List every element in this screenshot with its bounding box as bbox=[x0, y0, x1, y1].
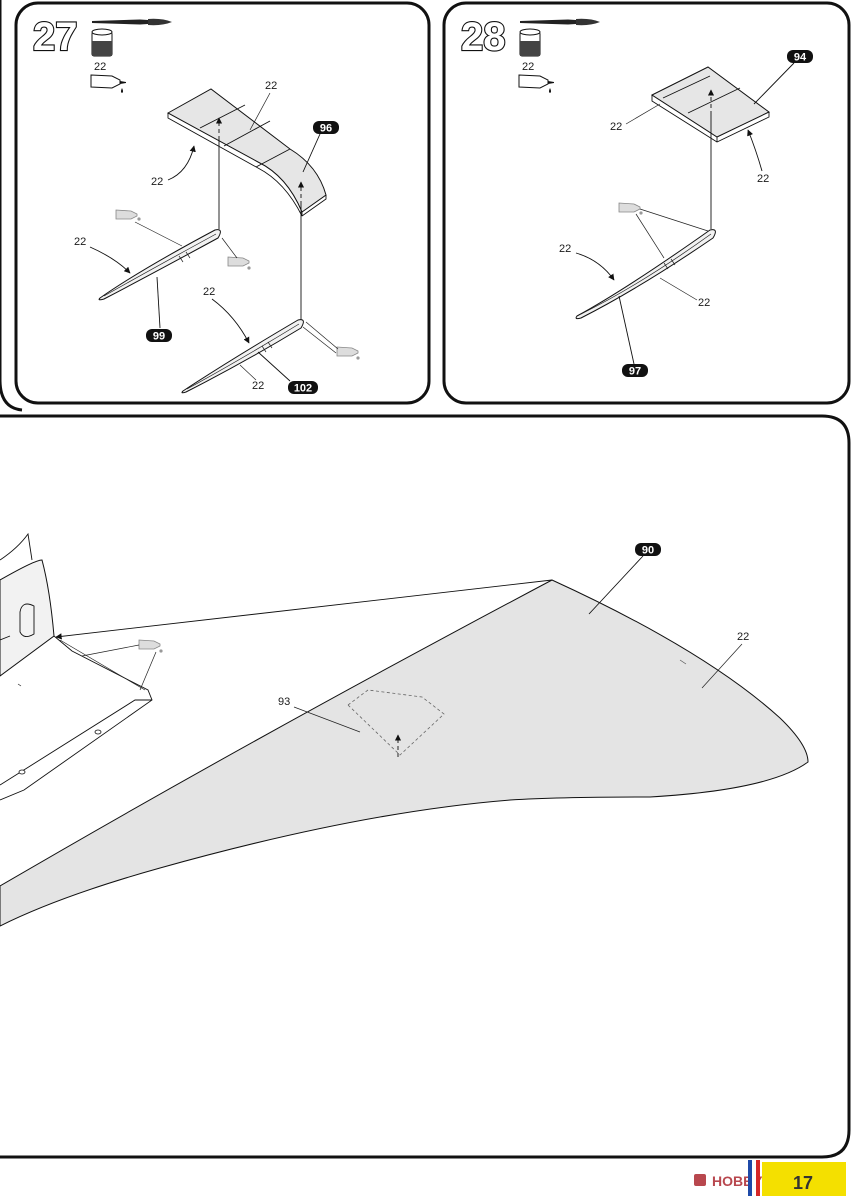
label-paint-27-bottom: 22 bbox=[252, 380, 264, 392]
previous-step-frame bbox=[0, 0, 23, 412]
label-paint-28-runner-right: 22 bbox=[698, 297, 710, 309]
flap-part-96 bbox=[166, 88, 327, 217]
label-paint-28-runner-left: 22 bbox=[559, 243, 571, 255]
label-paint-27-top: 22 bbox=[265, 80, 277, 92]
svg-text:96: 96 bbox=[320, 123, 332, 135]
step-28-number: 28 bbox=[461, 15, 506, 59]
page-number: 17 bbox=[793, 1173, 813, 1193]
insert-part-93 bbox=[347, 689, 445, 757]
glue-tube-icon bbox=[227, 256, 251, 270]
step-27-frame bbox=[14, 1, 431, 405]
svg-text:94: 94 bbox=[794, 52, 807, 64]
runner-part-99 bbox=[98, 229, 221, 301]
step-27-panel: 27 22 22 22 bbox=[14, 1, 431, 405]
svg-text:97: 97 bbox=[629, 366, 641, 378]
paint-pot-icon bbox=[519, 28, 541, 57]
fuselage-part bbox=[0, 532, 153, 801]
runner-part-102 bbox=[181, 319, 304, 394]
svg-text:99: 99 bbox=[153, 331, 165, 343]
label-paint-27-middle: 22 bbox=[203, 286, 215, 298]
paint-brush-icon bbox=[92, 18, 172, 26]
runner-part-97 bbox=[575, 229, 716, 320]
flag-badge bbox=[748, 1160, 846, 1196]
part-badge-97: 97 bbox=[622, 364, 648, 378]
main-step-frame bbox=[0, 414, 851, 1159]
glue-tube-icon bbox=[90, 74, 126, 93]
step-27-paint-code: 22 bbox=[94, 61, 106, 73]
part-badge-94: 94 bbox=[787, 50, 813, 64]
label-paint-27-runner-left: 22 bbox=[74, 236, 86, 248]
paint-pot-icon bbox=[91, 28, 113, 57]
part-badge-96: 96 bbox=[313, 121, 339, 135]
glue-tube-icon bbox=[115, 209, 141, 221]
footer: HOBBY SEARCH 17 bbox=[694, 1160, 846, 1196]
main-step-panel: 93 90 22 bbox=[0, 414, 851, 1159]
part-badge-90: 90 bbox=[635, 543, 661, 557]
step-28-paint-code: 22 bbox=[522, 61, 534, 73]
glue-tube-icon bbox=[518, 74, 554, 93]
label-paint-28-right: 22 bbox=[757, 173, 769, 185]
flap-part-94 bbox=[650, 66, 770, 143]
label-paint-wing: 22 bbox=[737, 631, 749, 643]
glue-tube-icon bbox=[336, 346, 360, 360]
part-badge-102: 102 bbox=[288, 381, 318, 395]
step-27-number: 27 bbox=[33, 15, 78, 59]
label-paint-28-left: 22 bbox=[610, 121, 622, 133]
step-28-panel: 28 22 94 22 22 bbox=[442, 1, 851, 405]
paint-brush-icon bbox=[520, 18, 600, 26]
wing-part-90 bbox=[0, 579, 809, 927]
label-insert-93: 93 bbox=[278, 696, 290, 708]
label-paint-27-left: 22 bbox=[151, 176, 163, 188]
part-badge-99: 99 bbox=[146, 329, 172, 343]
glue-tube-icon bbox=[138, 639, 163, 653]
svg-text:90: 90 bbox=[642, 545, 654, 557]
glue-tube-icon bbox=[618, 202, 643, 215]
svg-text:102: 102 bbox=[294, 383, 312, 395]
step-28-frame bbox=[442, 1, 851, 405]
